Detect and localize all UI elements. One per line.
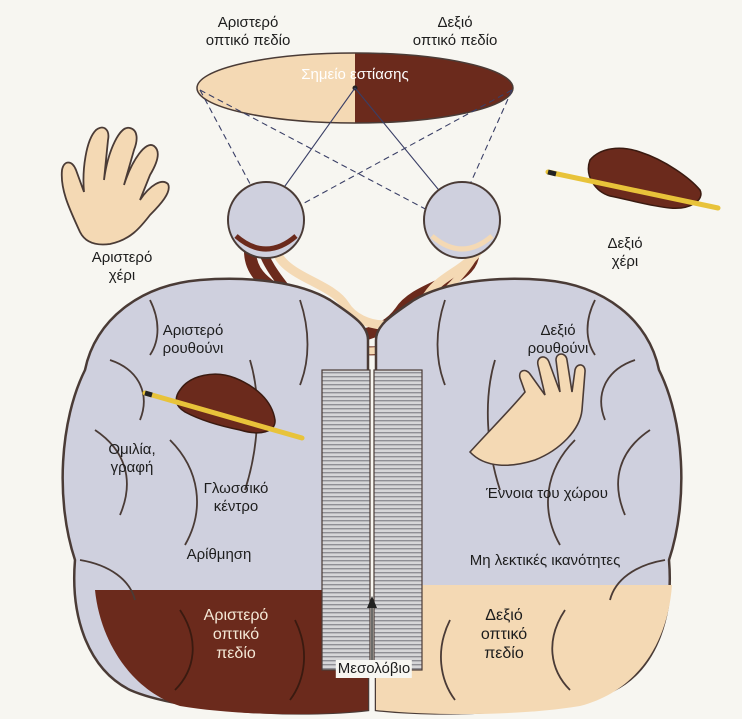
- label-language-center-line-2: κέντρο: [214, 498, 259, 515]
- label-left-hand-line-2: χέρι: [109, 267, 135, 284]
- label-right-visual-field-top-line-2: οπτικό πεδίο: [413, 32, 498, 49]
- label-left-visual-field-bottom: Αριστερό οπτικό πεδίο: [204, 606, 269, 663]
- label-right-visual-field-top-line-1: Δεξιό: [437, 14, 472, 31]
- label-right-hand-line-1: Δεξιό: [607, 235, 642, 252]
- label-right-nostril-line-1: Δεξιό: [540, 322, 575, 339]
- label-left-nostril-line-1: Αριστερό: [163, 322, 224, 339]
- label-speech-writing-line-2: γραφή: [111, 459, 154, 476]
- right-hand-writing-icon: [548, 148, 718, 208]
- label-left-nostril-line-2: ρουθούνι: [163, 340, 224, 357]
- label-speech-writing: Ομιλία,γραφή: [108, 441, 155, 477]
- label-language-center-line-1: Γλωσσικό: [204, 480, 269, 497]
- label-left-hand-line-1: Αριστερό: [92, 249, 153, 266]
- corpus-callosum: [322, 370, 422, 670]
- label-left-visual-field-top-line-1: Αριστερό: [218, 14, 279, 31]
- left-eye: [228, 182, 304, 258]
- label-spatial-sense: Έννοια του χώρου: [486, 485, 608, 503]
- label-left-visual-field-bottom-line-3: πεδίο: [216, 645, 256, 662]
- label-right-hand-line-2: χέρι: [612, 253, 638, 270]
- label-speech-writing-line-1: Ομιλία,: [108, 441, 155, 458]
- label-corpus-callosum: Μεσολόβιο: [336, 660, 412, 678]
- label-left-visual-field-bottom-line-2: οπτικό: [213, 626, 259, 643]
- label-fixation-point: Σημείο εστίασης: [301, 66, 409, 84]
- label-right-visual-field-bottom-line-3: πεδίο: [484, 645, 524, 662]
- right-eye: [424, 182, 500, 258]
- label-right-visual-field-bottom-line-1: Δεξιό: [485, 607, 522, 624]
- label-nonverbal-skills: Μη λεκτικές ικανότητες: [470, 552, 621, 570]
- left-hand-icon: [62, 128, 169, 245]
- label-left-visual-field-bottom-line-1: Αριστερό: [204, 607, 269, 624]
- label-right-nostril-line-2: ρουθούνι: [528, 340, 589, 357]
- label-left-visual-field-top-line-2: οπτικό πεδίο: [206, 32, 291, 49]
- label-right-visual-field-bottom: Δεξιό οπτικό πεδίο: [481, 606, 527, 663]
- label-right-visual-field-bottom-line-2: οπτικό: [481, 626, 527, 643]
- label-counting: Αρίθμηση: [187, 546, 252, 564]
